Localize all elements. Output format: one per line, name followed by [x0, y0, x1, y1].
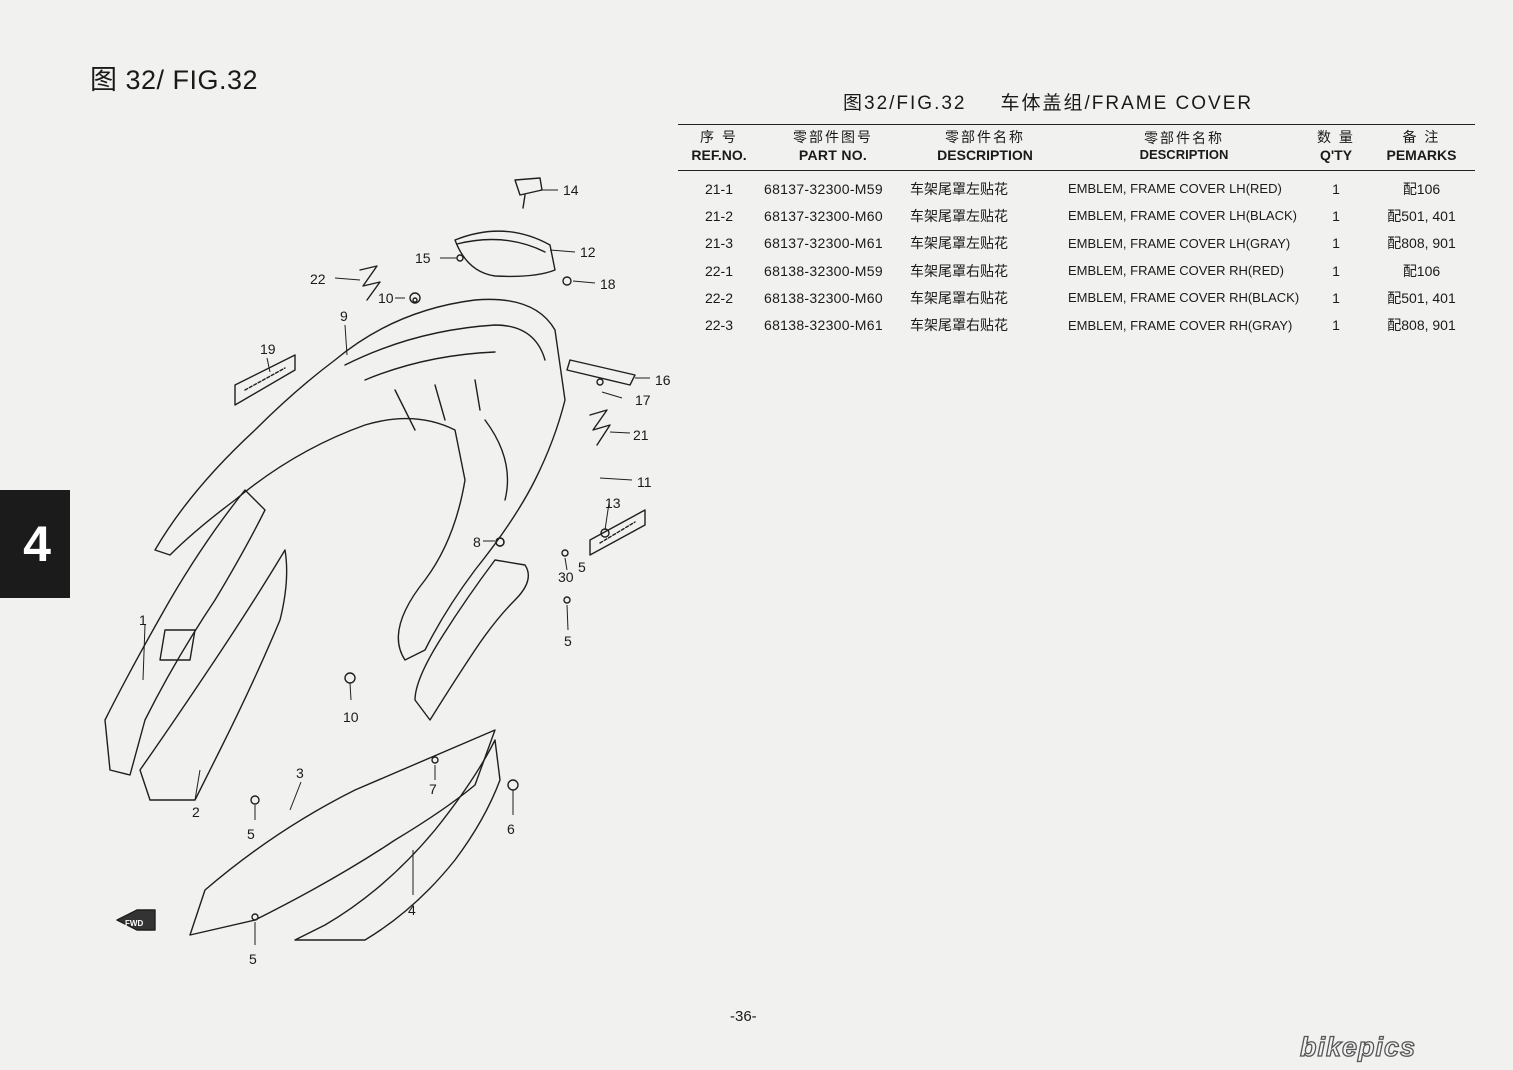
figure-title-left: 图 32/ FIG.32	[90, 65, 259, 95]
remark-cell: 配808, 901	[1387, 235, 1456, 252]
qty-cell: 1	[1332, 235, 1340, 252]
qty-cell: 1	[1332, 262, 1340, 279]
frame-cover-part	[154, 298, 566, 661]
remark-cell: 配106	[1402, 262, 1441, 279]
part-no-cell: 68137-32300-M61	[764, 235, 883, 252]
table-row: 22-3 68138-32300-M61 车架尾罩右贴花 EMBLEM, FRA…	[678, 311, 1475, 338]
ref-cell: 21-1	[704, 180, 734, 197]
table-row: 21-3 68137-32300-M61 车架尾罩左贴花 EMBLEM, FRA…	[678, 230, 1475, 257]
lower-panel-left-part	[189, 729, 496, 936]
description-en-cell: EMBLEM, FRAME COVER LH(GRAY)	[1068, 235, 1291, 251]
remark-cell: 配501, 401	[1387, 289, 1456, 306]
remark-cell: 配808, 901	[1387, 317, 1456, 334]
callout-6: 6	[507, 821, 515, 837]
callout-21: 21	[633, 427, 649, 443]
under-cover-part	[414, 559, 529, 721]
part-no-cell: 68137-32300-M59	[764, 180, 883, 197]
section-name: 车体盖组/FRAME COVER	[1000, 93, 1254, 114]
description-en-cell: EMBLEM, FRAME COVER RH(BLACK)	[1068, 290, 1300, 306]
ref-cell: 22-2	[704, 289, 734, 306]
callout-16: 16	[655, 372, 671, 388]
part-no-cell: 68138-32300-M61	[764, 317, 883, 334]
decal-21-marker	[589, 409, 611, 446]
lower-panel-right-part	[294, 739, 501, 941]
callout-5-bottom: 5	[249, 951, 257, 967]
description-zh-cell: 车架尾罩左贴花	[910, 207, 1008, 224]
description-en-cell: EMBLEM, FRAME COVER RH(RED)	[1068, 263, 1284, 279]
callout-9: 9	[340, 308, 348, 324]
callout-10-bottom: 10	[343, 709, 359, 725]
callout-12: 12	[580, 244, 596, 260]
ref-cell: 21-2	[704, 207, 734, 224]
callout-4: 4	[408, 902, 416, 918]
callout-15: 15	[415, 250, 431, 266]
table-row: 21-1 68137-32300-M59 车架尾罩左贴花 EMBLEM, FRA…	[678, 171, 1475, 203]
emblem-13-part	[589, 509, 646, 556]
section-tab: 4	[0, 490, 70, 598]
decal-22-marker	[359, 265, 381, 301]
callout-7: 7	[429, 781, 437, 797]
description-en-cell: EMBLEM, FRAME COVER LH(BLACK)	[1068, 208, 1297, 224]
description-zh-cell: 车架尾罩右贴花	[910, 262, 1008, 279]
part-no-cell: 68138-32300-M59	[764, 262, 883, 279]
qty-cell: 1	[1332, 207, 1340, 224]
callout-10-top: 10	[378, 290, 394, 306]
forward-label: FWD	[125, 919, 143, 928]
forward-arrow-icon	[116, 909, 156, 931]
description-zh-cell: 车架尾罩左贴花	[910, 235, 1008, 252]
page-number: -36-	[730, 1008, 757, 1025]
figure-title-right: 图32/FIG.32 车体盖组/FRAME COVER	[843, 88, 1253, 115]
callout-11: 11	[637, 474, 652, 490]
description-zh-cell: 车架尾罩左贴花	[910, 180, 1008, 197]
table-row: 22-2 68138-32300-M60 车架尾罩右贴花 EMBLEM, FRA…	[678, 284, 1475, 311]
table-row: 21-2 68137-32300-M60 车架尾罩左贴花 EMBLEM, FRA…	[678, 202, 1475, 229]
callout-17: 17	[635, 392, 651, 408]
watermark-logo: bikepics	[1299, 1031, 1417, 1062]
callout-18: 18	[600, 276, 616, 292]
part-no-cell: 68137-32300-M60	[764, 207, 883, 224]
part-no-cell: 68138-32300-M60	[764, 289, 883, 306]
callout-2: 2	[192, 804, 200, 820]
qty-cell: 1	[1332, 317, 1340, 334]
callout-19: 19	[260, 341, 276, 357]
seat-cowl-part	[454, 230, 556, 278]
ref-cell: 22-3	[704, 317, 734, 334]
callout-30: 30	[558, 569, 574, 585]
callout-5-mid: 5	[564, 633, 572, 649]
qty-cell: 1	[1332, 289, 1340, 306]
callout-1: 1	[139, 612, 147, 628]
qty-cell: 1	[1332, 180, 1340, 197]
side-cover-left-part	[104, 489, 266, 776]
ref-cell: 21-3	[704, 235, 734, 252]
remark-cell: 配501, 401	[1387, 207, 1456, 224]
lock-part	[514, 177, 543, 209]
callout-5-lower: 5	[247, 826, 255, 842]
description-zh-cell: 车架尾罩右贴花	[910, 317, 1008, 334]
description-zh-cell: 车架尾罩右贴花	[910, 289, 1008, 306]
description-en-cell: EMBLEM, FRAME COVER LH(RED)	[1068, 181, 1282, 197]
callout-8: 8	[473, 534, 481, 550]
emblem-19-part	[234, 354, 296, 406]
callout-22: 22	[310, 271, 326, 287]
description-en-cell: EMBLEM, FRAME COVER RH(GRAY)	[1068, 317, 1293, 333]
callout-13: 13	[605, 495, 621, 511]
remark-cell: 配106	[1402, 180, 1441, 197]
callout-3: 3	[296, 765, 304, 781]
ref-cell: 22-1	[704, 262, 734, 279]
callout-14: 14	[563, 182, 579, 198]
table-row: 22-1 68138-32300-M59 车架尾罩右贴花 EMBLEM, FRA…	[678, 257, 1475, 284]
side-cover-right-part	[139, 549, 288, 801]
callout-5-upper: 5	[578, 559, 586, 575]
figure-number: 图32/FIG.32	[843, 93, 967, 114]
exploded-parts-diagram: 14 12 15 18 22 10 9 19 16 17 21 11 13 8 …	[104, 177, 671, 967]
